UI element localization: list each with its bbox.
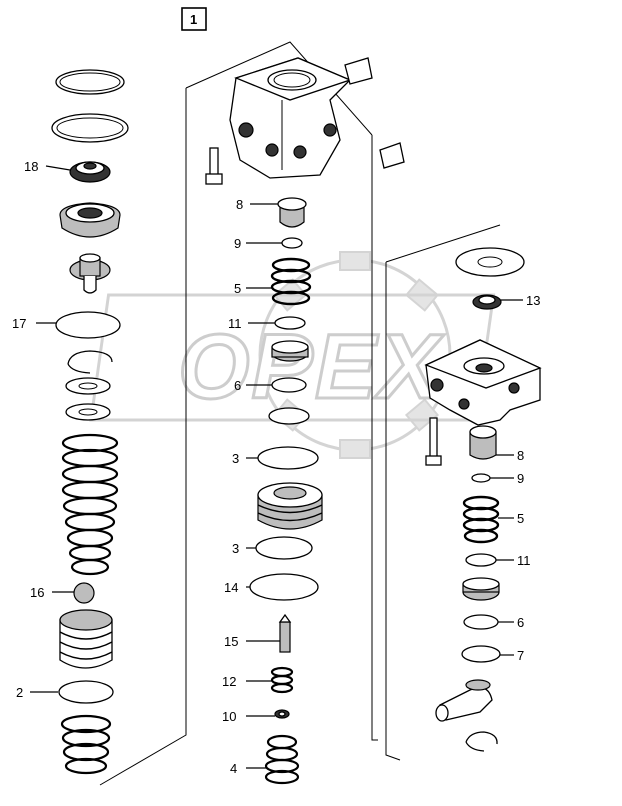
right-column-parts (424, 247, 542, 752)
callout-16: 16 (30, 585, 44, 600)
center-column-parts (205, 57, 405, 785)
callout-3-lower: 3 (232, 541, 239, 556)
watermark-text: OPEX (178, 316, 444, 418)
callout-5-right: 5 (517, 511, 524, 526)
group-box: 1 (181, 7, 207, 31)
left-column-parts (51, 69, 129, 775)
callout-17: 17 (12, 316, 26, 331)
callout-18: 18 (24, 159, 38, 174)
callout-9-center: 9 (234, 236, 241, 251)
callout-10: 10 (222, 709, 236, 724)
leader-lines (30, 165, 523, 769)
callout-8-right: 8 (517, 448, 524, 463)
callout-8-center: 8 (236, 197, 243, 212)
valve-housing-right (424, 339, 542, 426)
callout-13: 13 (526, 293, 540, 308)
callout-4: 4 (230, 761, 237, 776)
group-box-label: 1 (190, 12, 197, 27)
callout-11-right: 11 (517, 553, 531, 568)
watermark: OPEX (89, 251, 496, 459)
watermark-gear (258, 251, 452, 459)
callout-labels: 18 17 16 2 8 9 5 11 6 3 3 14 15 12 10 4 … (12, 159, 540, 776)
callout-14: 14 (224, 580, 238, 595)
callout-5-center: 5 (234, 281, 241, 296)
callout-6-center: 6 (234, 378, 241, 393)
callout-15: 15 (224, 634, 238, 649)
callout-2: 2 (16, 685, 23, 700)
assembly-frame-lines (99, 41, 501, 786)
callout-9-right: 9 (517, 471, 524, 486)
callout-7: 7 (517, 648, 524, 663)
callout-11-center: 11 (228, 316, 242, 331)
callout-12: 12 (222, 674, 236, 689)
callout-6-right: 6 (517, 615, 524, 630)
valve-housing-top (205, 57, 405, 185)
callout-3-upper: 3 (232, 451, 239, 466)
